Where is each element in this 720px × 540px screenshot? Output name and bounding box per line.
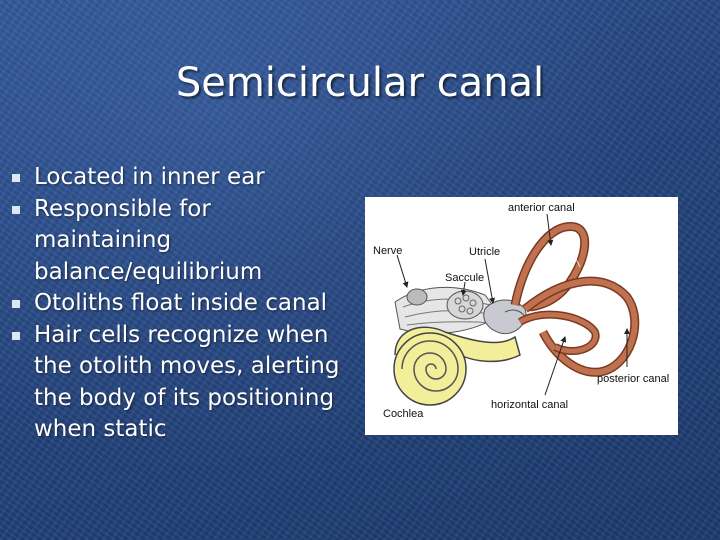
nerve-pointer xyxy=(396,254,409,288)
label-utricle: Utricle xyxy=(469,246,500,258)
square-bullet-icon xyxy=(12,300,20,308)
semicircular-canals-drawing xyxy=(510,222,640,377)
bullet-text: Hair cells recognize when the otolith mo… xyxy=(34,321,340,443)
anterior-canal-pointer xyxy=(546,213,554,246)
label-anterior-canal: anterior canal xyxy=(508,202,575,214)
saccule-pointer xyxy=(460,281,467,296)
label-nerve: Nerve xyxy=(373,245,402,257)
square-bullet-icon xyxy=(12,174,20,182)
inner-ear-diagram: anterior canal Nerve Utricle Saccule pos… xyxy=(365,197,678,435)
bullet-list: Located in inner ear Responsible for mai… xyxy=(10,162,355,446)
bullet-item: Located in inner ear xyxy=(10,162,355,194)
utricle-drawing xyxy=(483,299,528,335)
bullet-item: Otoliths float inside canal xyxy=(10,288,355,320)
bullet-text: Otoliths float inside canal xyxy=(34,290,328,316)
label-cochlea: Cochlea xyxy=(383,408,424,420)
label-horizontal-canal: horizontal canal xyxy=(491,399,568,411)
square-bullet-icon xyxy=(12,331,20,340)
square-bullet-icon xyxy=(12,205,20,214)
label-saccule: Saccule xyxy=(445,272,484,284)
horizontal-canal-pointer xyxy=(544,336,567,396)
label-posterior-canal: posterior canal xyxy=(597,373,669,385)
bullet-text: Located in inner ear xyxy=(34,164,265,190)
bullet-item: Hair cells recognize when the otolith mo… xyxy=(10,320,355,446)
bullet-item: Responsible for maintaining balance/equi… xyxy=(10,194,355,289)
saccule-drawing xyxy=(446,290,484,320)
inner-ear-illustration: anterior canal Nerve Utricle Saccule pos… xyxy=(373,202,669,420)
utricle-pointer xyxy=(484,258,496,304)
slide-title: Semicircular canal xyxy=(175,60,545,106)
bullet-text: Responsible for maintaining balance/equi… xyxy=(34,195,263,285)
cochlea-drawing xyxy=(393,326,521,406)
